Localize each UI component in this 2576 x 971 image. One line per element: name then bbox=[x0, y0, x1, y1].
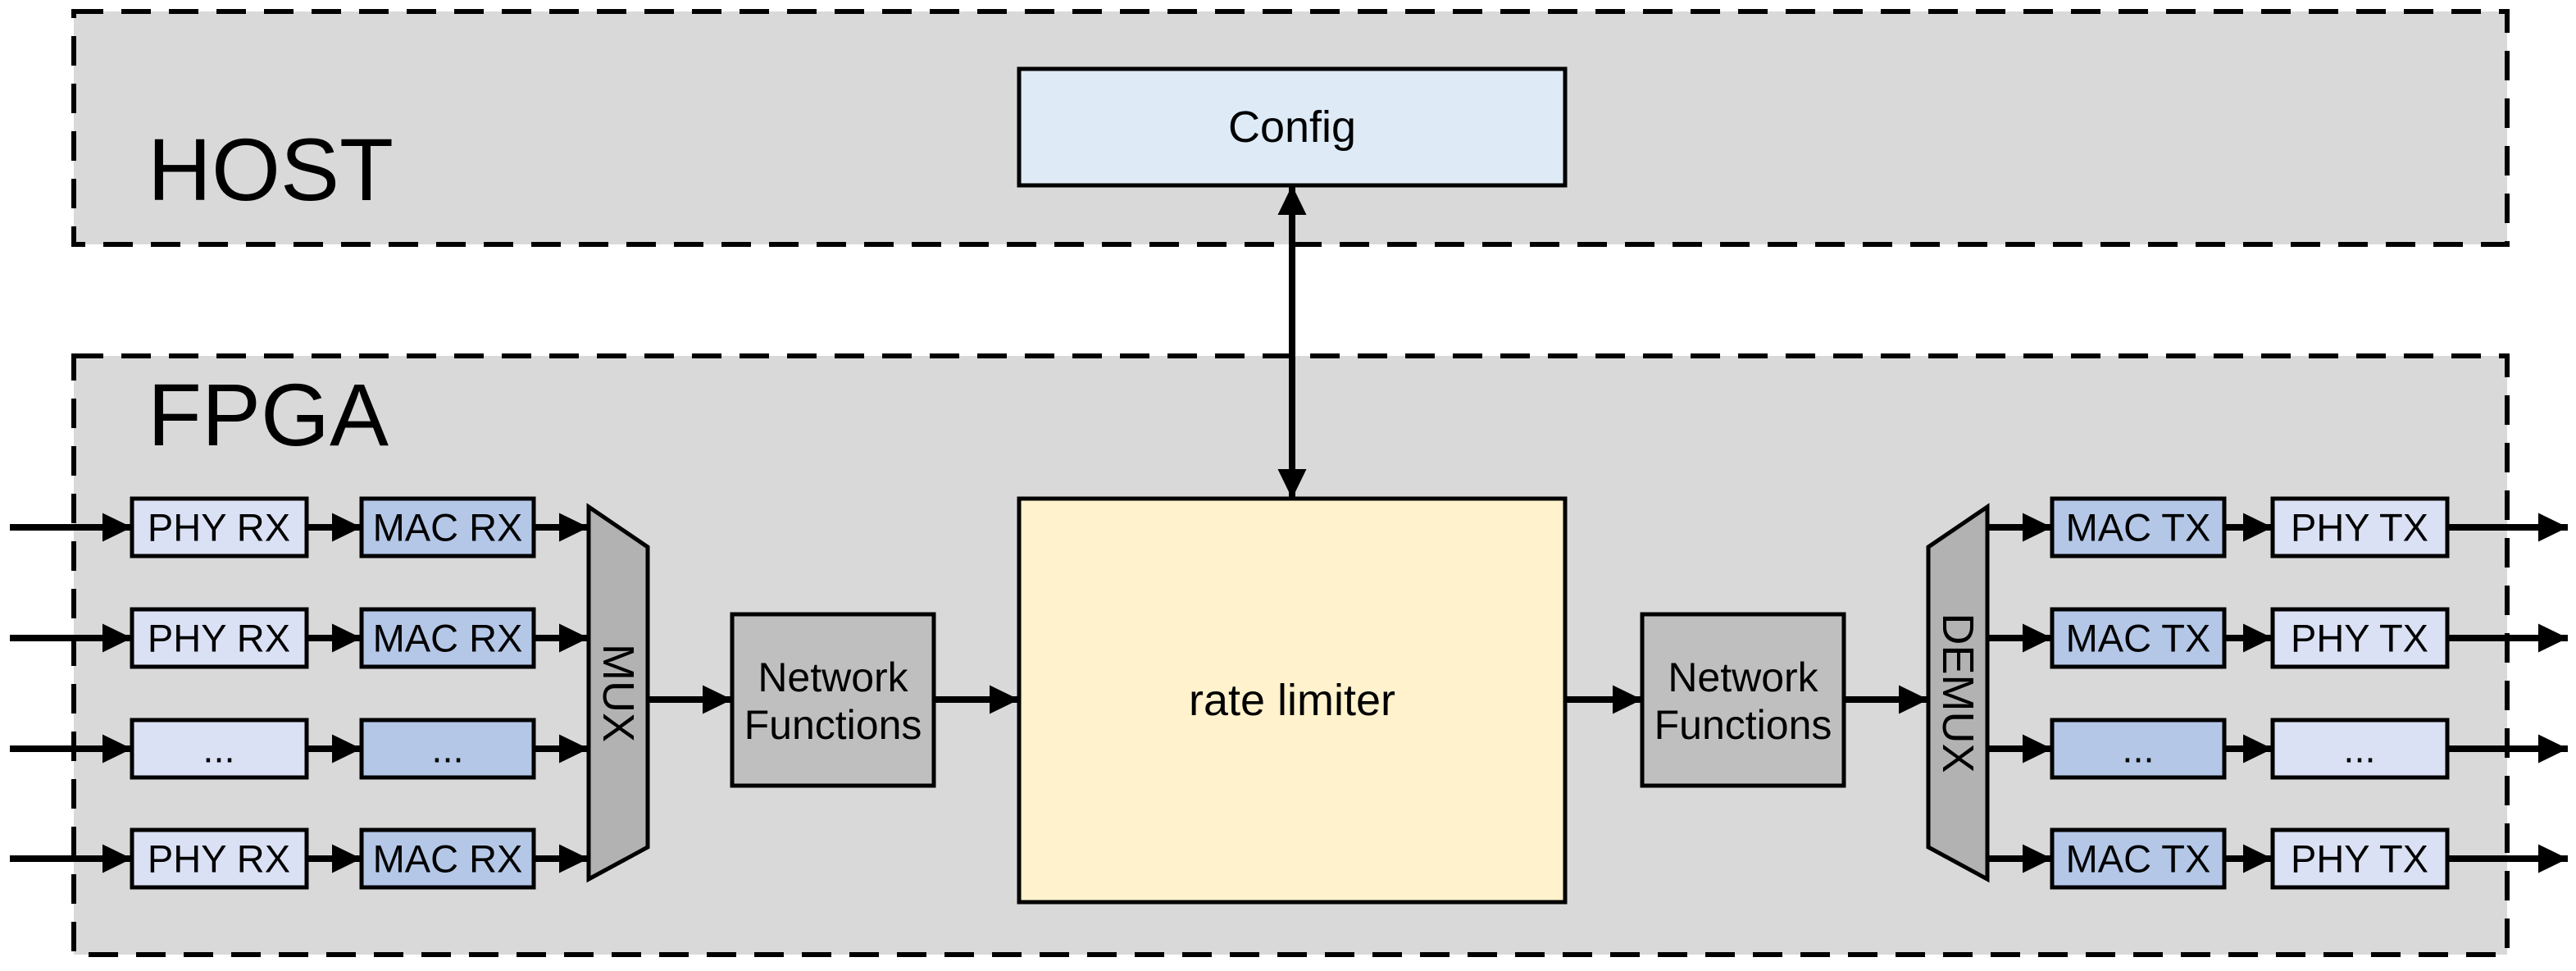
tx-row-3-mac-label: ... bbox=[2122, 727, 2154, 771]
config-label: Config bbox=[1228, 103, 1356, 152]
demux-label: DEMUX bbox=[1933, 613, 1982, 773]
tx-row-1-mac-label: MAC TX bbox=[2066, 506, 2211, 549]
fpga-label: FPGA bbox=[148, 365, 389, 464]
network-functions-left-label-line1: Network bbox=[758, 654, 908, 700]
tx-row-4-phy-label: PHY TX bbox=[2291, 837, 2428, 881]
host-label: HOST bbox=[148, 120, 394, 219]
rx-row-3-phy-label: ... bbox=[203, 727, 234, 771]
network-functions-left-box bbox=[730, 612, 936, 788]
tx-row-1-phy-box bbox=[2270, 496, 2450, 558]
tx-row-3-mac-box bbox=[2050, 718, 2227, 780]
rx-row-1-mac-label: MAC RX bbox=[373, 506, 523, 549]
tx-row-1-phy-label: PHY TX bbox=[2291, 506, 2428, 549]
tx-row-2-mac-label: MAC TX bbox=[2066, 617, 2211, 660]
config-box bbox=[1017, 66, 1568, 188]
rx-row-1-mac-box bbox=[359, 496, 536, 558]
tx-row-2-phy-box bbox=[2270, 607, 2450, 669]
tx-row-3-phy-box bbox=[2270, 718, 2450, 780]
tx-row-4-mac-label: MAC TX bbox=[2066, 837, 2211, 881]
demux-shape bbox=[1926, 503, 1990, 883]
network-functions-right-label-line1: Network bbox=[1668, 654, 1818, 700]
tx-row-3-phy-label: ... bbox=[2343, 727, 2375, 771]
network-functions-left-label-line2: Functions bbox=[744, 702, 922, 748]
rx-row-4-phy-label: PHY RX bbox=[148, 837, 290, 881]
rate-limiter-label: rate limiter bbox=[1189, 676, 1395, 725]
rx-row-1-phy-label: PHY RX bbox=[148, 506, 290, 549]
rx-row-2-phy-label: PHY RX bbox=[148, 617, 290, 660]
rx-row-3-mac-label: ... bbox=[431, 727, 463, 771]
tx-row-1-mac-box bbox=[2050, 496, 2227, 558]
rx-row-2-mac-box bbox=[359, 607, 536, 669]
mux-shape bbox=[586, 503, 650, 883]
rx-row-2-mac-label: MAC RX bbox=[373, 617, 523, 660]
mux-label: MUX bbox=[594, 644, 643, 742]
network-functions-right-box bbox=[1640, 612, 1846, 788]
tx-row-2-mac-box bbox=[2050, 607, 2227, 669]
rate-limiter-box bbox=[1017, 496, 1568, 905]
network-functions-right-label-line2: Functions bbox=[1654, 702, 1832, 748]
tx-row-2-phy-label: PHY TX bbox=[2291, 617, 2428, 660]
rx-row-4-mac-label: MAC RX bbox=[373, 837, 523, 881]
